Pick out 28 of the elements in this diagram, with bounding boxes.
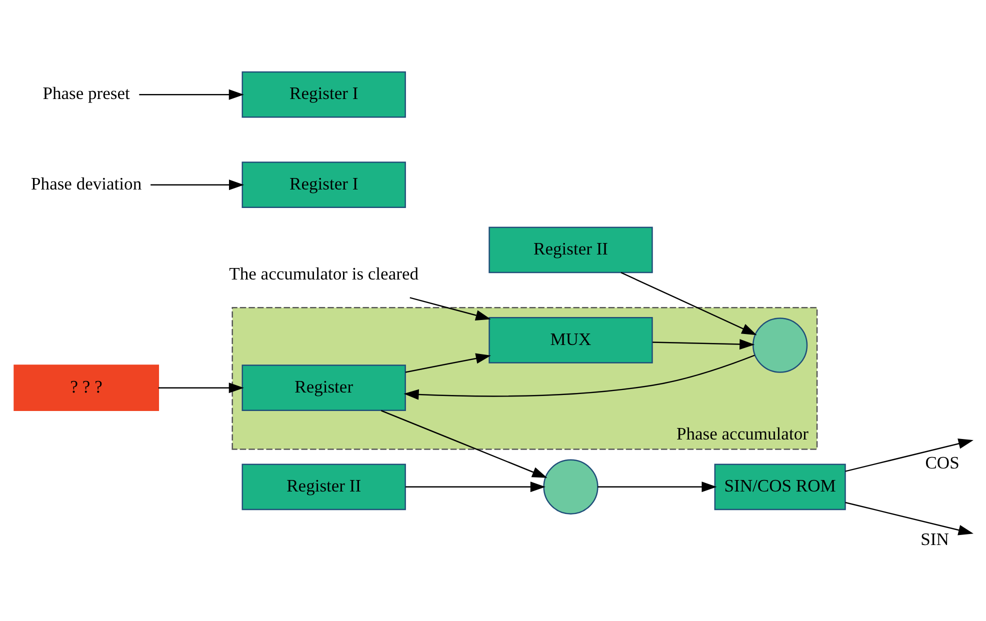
arrow [620, 272, 756, 335]
arrow [138, 88, 244, 100]
arrow [158, 382, 244, 393]
node-box: Register II [241, 463, 406, 510]
arrow [844, 501, 973, 535]
node-box: Register I [241, 70, 406, 118]
node-text: The accumulator is cleared [228, 263, 418, 284]
node-box: Register II [488, 226, 652, 273]
node-box: SIN/COS ROM [714, 463, 846, 510]
arrow [403, 354, 754, 400]
arrow [597, 481, 716, 492]
node-circle [752, 317, 808, 372]
node-box: Register [241, 364, 406, 411]
edge-label: COS [924, 452, 959, 472]
node-text: Phase preset [42, 82, 130, 103]
arrow [409, 296, 490, 320]
node-circle [542, 458, 598, 514]
arrow [652, 338, 754, 350]
edge-label: SIN [920, 528, 948, 549]
arrow [380, 410, 547, 478]
node-box: MUX [488, 316, 652, 363]
node-box: Register I [241, 161, 406, 208]
arrow [844, 438, 973, 472]
arrow [150, 179, 244, 190]
node-text: Phase deviation [30, 172, 142, 193]
arrow [404, 481, 545, 492]
arrow [404, 352, 490, 372]
node-box: ? ? ? [13, 364, 159, 411]
